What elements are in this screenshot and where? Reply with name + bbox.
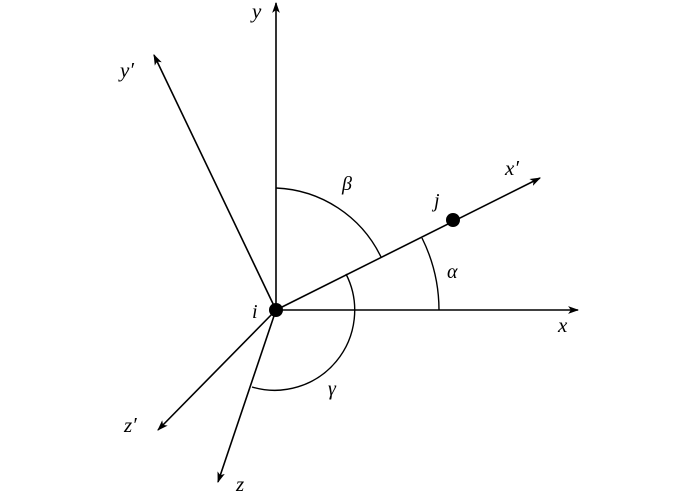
node-i-dot bbox=[269, 303, 283, 317]
y-axis-label: y bbox=[250, 0, 262, 23]
y-prime-axis-label: y′ bbox=[118, 58, 134, 82]
gamma-arc bbox=[251, 273, 356, 391]
node-j-dot bbox=[446, 213, 460, 227]
beta-arc bbox=[275, 187, 382, 258]
z-axis bbox=[217, 309, 277, 484]
alpha-arc bbox=[421, 237, 440, 311]
x-prime-axis bbox=[275, 177, 541, 311]
y-prime-axis bbox=[153, 54, 277, 311]
node-j-label: j bbox=[431, 190, 440, 212]
z-axis-label: z bbox=[235, 472, 244, 493]
node-i-label: i bbox=[252, 301, 258, 323]
z-prime-axis-label: z′ bbox=[123, 413, 137, 437]
gamma-label: γ bbox=[328, 378, 337, 400]
alpha-label: α bbox=[447, 261, 458, 283]
z-prime-axis bbox=[157, 309, 277, 431]
x-axis-label: x bbox=[557, 313, 568, 337]
beta-label: β bbox=[341, 173, 352, 195]
x-prime-axis-label: x′ bbox=[504, 156, 519, 180]
